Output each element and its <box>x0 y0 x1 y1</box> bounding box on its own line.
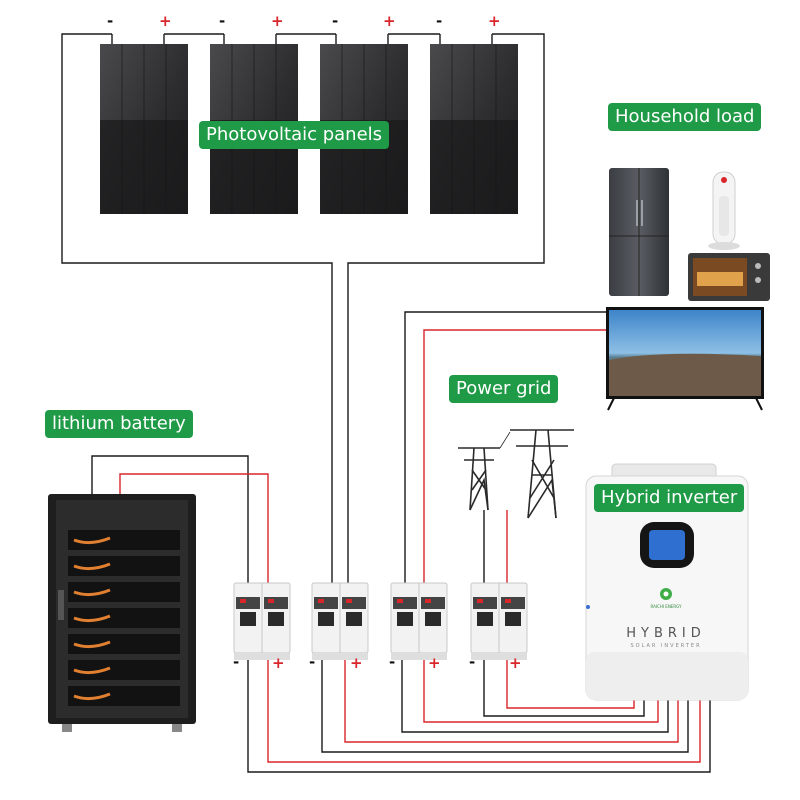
panel-polarity-markers: - + - + - + - + <box>107 12 501 30</box>
breaker-grid-positive: + <box>509 654 522 672</box>
breaker-polarity-markers: - + - + - + - + <box>233 653 522 672</box>
panel-1-negative: - <box>107 12 113 30</box>
hybrid-inverter-unit: RAICHI ENERGY HYBRID SOLAR INVERTER <box>585 463 749 701</box>
breaker-battery <box>233 582 291 660</box>
inverter-logo-icon <box>660 588 672 600</box>
heater-icon <box>708 171 740 250</box>
lithium-battery-rack <box>48 494 196 732</box>
panel-4-positive: + <box>488 12 501 30</box>
breaker-pv-negative: - <box>309 653 315 671</box>
inverter-model-subtext: SOLAR INVERTER <box>630 643 701 649</box>
breaker-load-positive: + <box>428 654 441 672</box>
panel-1-positive: + <box>159 12 172 30</box>
solar-panel-array <box>100 44 518 214</box>
hybrid-inverter-label: Hybrid inverter <box>594 484 745 512</box>
inverter-logo-text: RAICHI ENERGY <box>651 604 683 609</box>
solar-panel-4 <box>430 44 518 214</box>
panel-4-negative: - <box>436 12 442 30</box>
inverter-lcd-screen <box>649 530 685 560</box>
breaker-pv <box>311 582 369 660</box>
breaker-battery-negative: - <box>233 653 239 671</box>
breaker-load <box>390 582 448 660</box>
solar-panel-1 <box>100 44 188 214</box>
inverter-model-text: HYBRID <box>626 626 706 641</box>
panel-3-positive: + <box>383 12 396 30</box>
household-load-label: Household load <box>608 103 762 131</box>
panel-3-negative: - <box>332 12 338 30</box>
panel-2-negative: - <box>219 12 225 30</box>
battery-modules <box>68 530 180 706</box>
power-grid-label: Power grid <box>449 375 559 403</box>
power-pylon-icon <box>458 429 574 519</box>
photovoltaic-panels-label: Photovoltaic panels <box>199 121 390 149</box>
breaker-grid-negative: - <box>469 653 475 671</box>
breaker-battery-positive: + <box>272 654 285 672</box>
oven-icon <box>688 253 770 301</box>
breaker-grid <box>470 582 528 660</box>
television-icon <box>606 307 764 411</box>
breaker-load-negative: - <box>389 653 395 671</box>
lithium-battery-label: lithium battery <box>45 410 193 438</box>
panel-2-positive: + <box>271 12 284 30</box>
refrigerator-icon <box>609 168 669 296</box>
household-load-appliances <box>606 168 770 411</box>
wiring <box>61 33 711 773</box>
breaker-pv-positive: + <box>350 654 363 672</box>
